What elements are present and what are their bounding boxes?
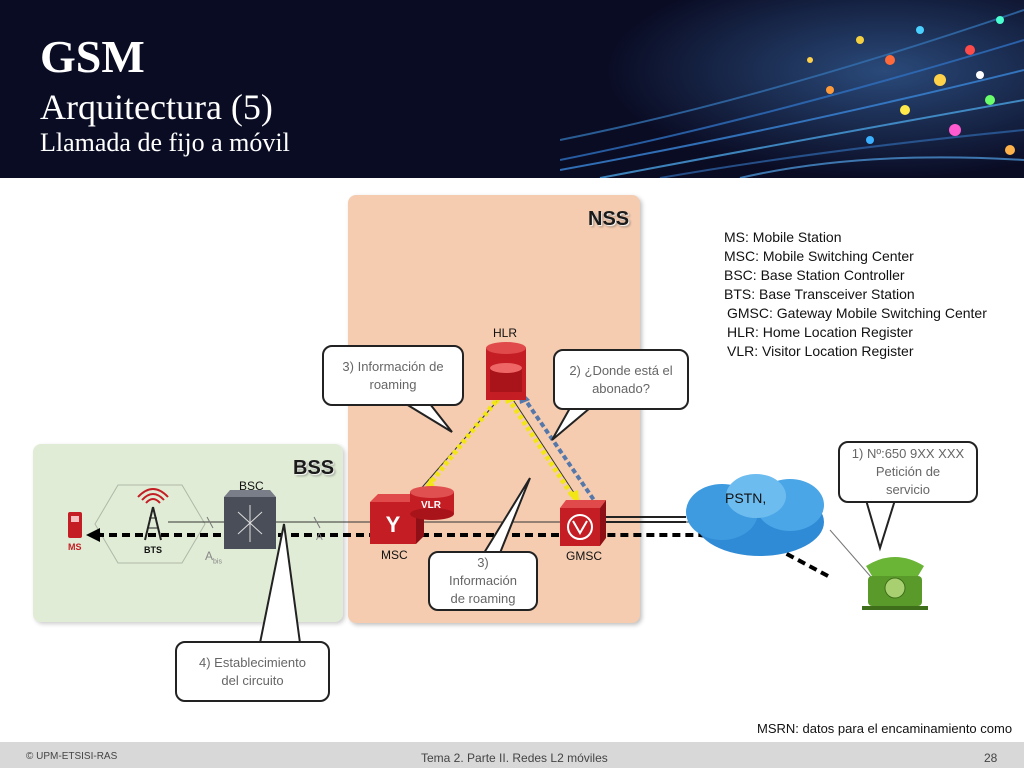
abis-interface-label: Abis — [205, 549, 222, 566]
vlr-database-icon — [410, 486, 454, 520]
cell-hexagon — [94, 484, 206, 564]
page-subtitle-2: Llamada de fijo a móvil — [40, 128, 290, 157]
bsc-label: BSC — [239, 479, 264, 493]
legend-item: MS: Mobile Station — [724, 229, 842, 245]
a-interface-label: A — [316, 532, 323, 543]
page-title: GSM — [40, 31, 145, 82]
ms-label: MS — [68, 542, 82, 552]
callout-tail — [259, 523, 301, 644]
fixed-phone-icon — [862, 557, 928, 610]
msrn-note: MSRN: datos para el encaminamiento como — [757, 721, 1013, 736]
page-number: 28 — [984, 751, 998, 765]
pstn-cloud-icon — [686, 474, 824, 556]
nss-label: NSS — [588, 208, 630, 230]
callout-tail — [551, 407, 591, 441]
mobile-phone-icon — [68, 512, 82, 538]
callout-tail — [865, 499, 896, 552]
footer: © UPM-ETSISI-RAS Tema 2. Parte II. Redes… — [0, 742, 1024, 768]
msc-label: MSC — [381, 548, 408, 562]
legend-item: HLR: Home Location Register — [727, 324, 913, 340]
call-arrow-head — [86, 528, 100, 542]
pstn-label: PSTN, — [725, 490, 767, 506]
call-path-pstn — [598, 533, 829, 578]
phone-cloud-line — [829, 529, 879, 586]
legend: MS: Mobile Station MSC: Mobile Switching… — [724, 228, 987, 361]
a-tick — [313, 516, 321, 529]
legend-item: GMSC: Gateway Mobile Switching Center — [727, 305, 987, 321]
bts-label: BTS — [144, 545, 162, 555]
legend-item: VLR: Visitor Location Register — [727, 343, 914, 359]
bss-label: BSS — [293, 457, 335, 479]
header-banner: GSM Arquitectura (5) Llamada de fijo a m… — [0, 0, 1024, 178]
svg-text:Y: Y — [386, 512, 401, 537]
legend-item: BSC: Base Station Controller — [724, 267, 905, 283]
gmsc-label: GMSC — [566, 549, 602, 563]
footer-copyright: © UPM-ETSISI-RAS — [26, 751, 118, 762]
footer-topic: Tema 2. Parte II. Redes L2 móviles — [421, 751, 608, 765]
bsc-icon — [224, 490, 276, 549]
callout-tail — [483, 477, 531, 554]
page-subtitle: Arquitectura (5) — [40, 87, 273, 127]
gmsc-switch-icon — [560, 500, 606, 546]
vlr-label: VLR — [421, 500, 441, 511]
abis-tick — [206, 516, 214, 529]
callout-tail — [405, 403, 453, 433]
legend-item: BTS: Base Transceiver Station — [724, 286, 915, 302]
hlr-label: HLR — [493, 326, 518, 340]
hlr-gmsc-line — [507, 391, 583, 506]
bts-tower-icon — [137, 488, 169, 541]
legend-item: MSC: Mobile Switching Center — [724, 248, 914, 264]
fiber-optic-image — [560, 0, 1024, 178]
hlr-database-icon — [486, 342, 526, 400]
